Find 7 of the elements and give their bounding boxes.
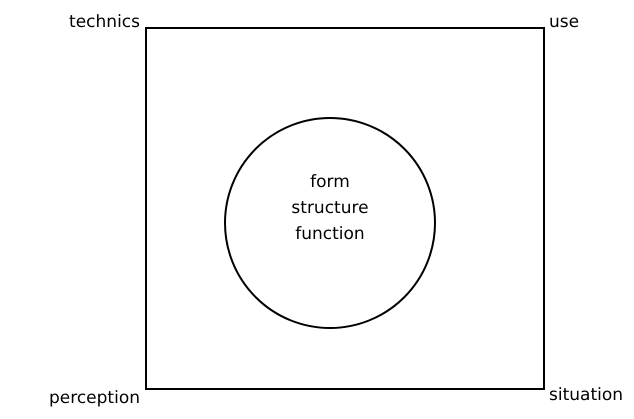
circle bbox=[224, 117, 436, 329]
node-text: form structure function bbox=[290, 171, 370, 246]
corner-label: perception bbox=[48, 388, 140, 408]
corner-label: use bbox=[549, 12, 580, 32]
square-frame bbox=[145, 27, 545, 390]
corner-label: technics bbox=[69, 12, 140, 32]
corner-label: situation bbox=[549, 385, 624, 405]
